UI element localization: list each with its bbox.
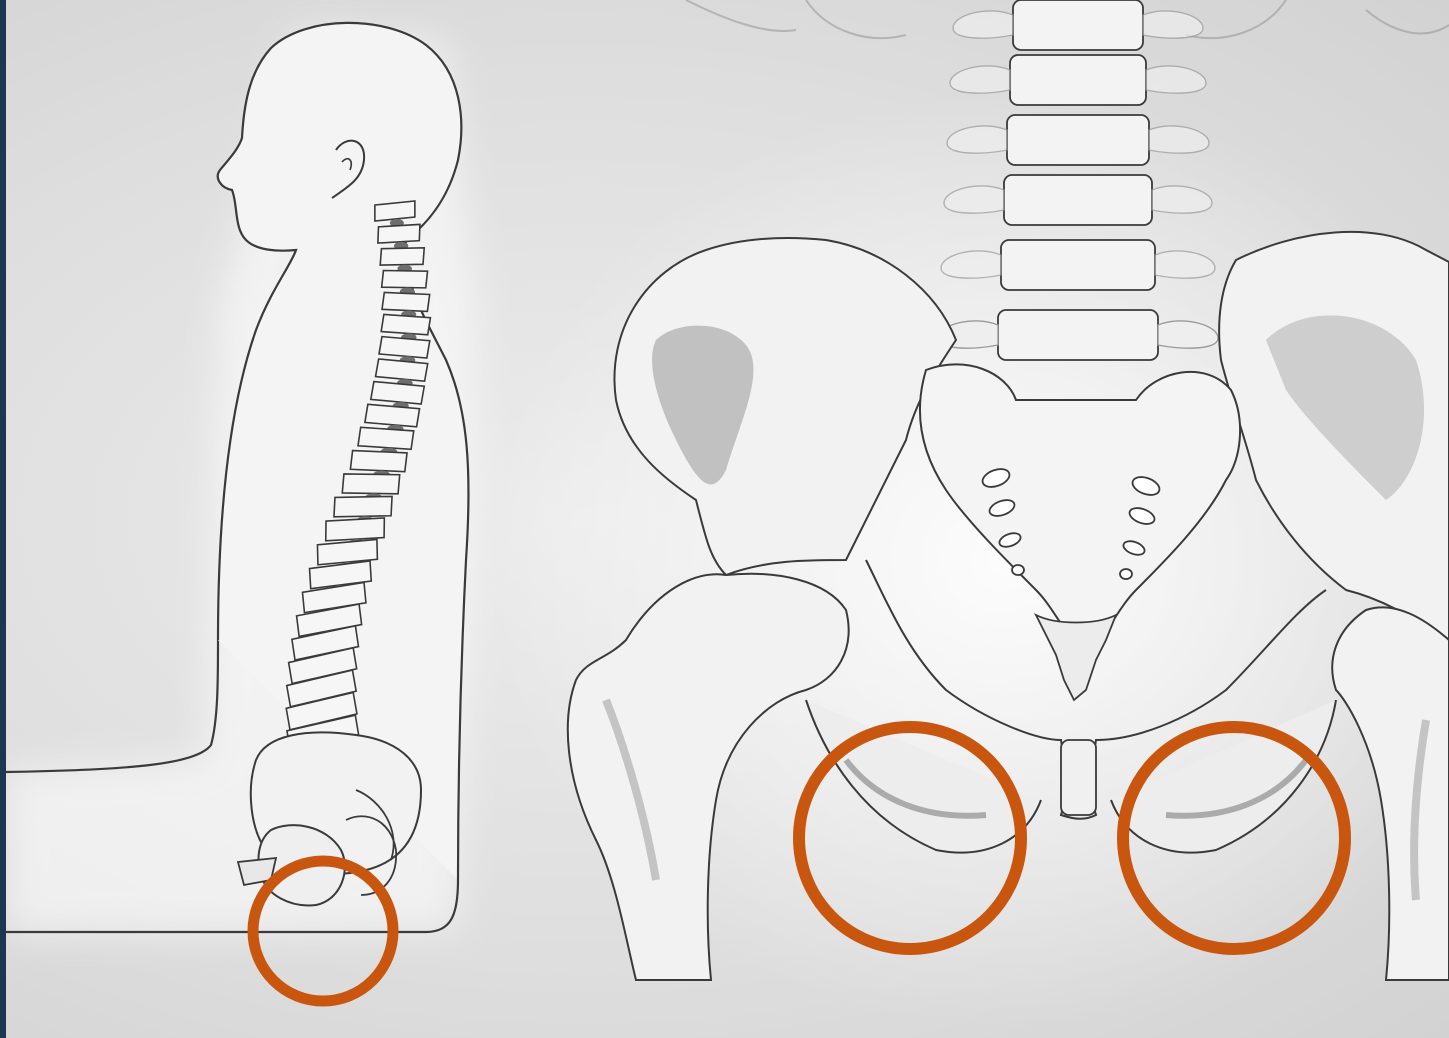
lumbar-vertebra [1004, 175, 1152, 225]
side-vertebra [375, 201, 415, 221]
side-vertebra [380, 245, 424, 269]
transverse-process [1143, 11, 1203, 38]
rib-left-1 [686, 0, 796, 31]
side-vertebra [334, 493, 392, 519]
side-vertebra [326, 517, 385, 541]
lumbar-vertebra [1010, 55, 1146, 105]
lumbar-vertebra [1001, 240, 1155, 290]
transverse-process [1146, 66, 1206, 93]
side-vertebra [342, 470, 399, 498]
rib-left-2 [806, 0, 906, 38]
chair-back-outline [6, 640, 218, 772]
side-view-panel [6, 23, 476, 935]
lumbar-vertebra [1007, 115, 1149, 165]
transverse-process [953, 11, 1013, 38]
anatomy-illustration [6, 0, 1449, 1038]
rib-right-2 [1366, 10, 1449, 33]
illustration-canvas [6, 0, 1449, 1038]
side-vertebra [378, 223, 420, 245]
lumbar-vertebra [1013, 0, 1143, 50]
lumbar-vertebra [998, 310, 1158, 360]
transverse-process [950, 66, 1010, 93]
pubic-symphysis [1061, 740, 1096, 815]
front-view-panel [486, 0, 1449, 1030]
